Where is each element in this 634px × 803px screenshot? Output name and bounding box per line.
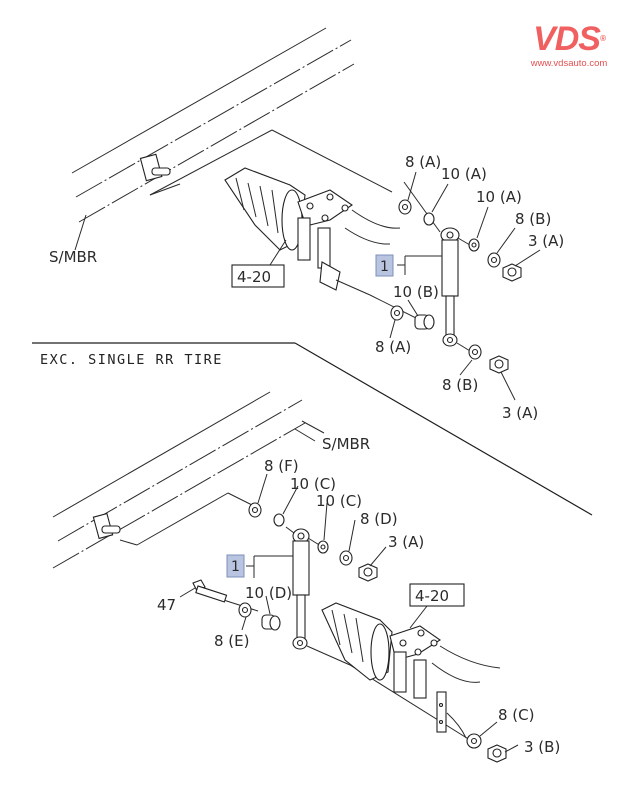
section-title: EXC. SINGLE RR TIRE [40,352,223,368]
assembly-ref-lower[interactable]: 4-20 [415,587,449,605]
lower-frame-rails [52,391,316,569]
callout-3a[interactable]: 3 (A) [502,404,538,422]
lower-labels: S/MBR 4-20 1 8 (F) 10 (C) 10 (C) 8 (D) 3… [157,435,560,756]
section-divider: EXC. SINGLE RR TIRE [32,342,593,516]
callout-10c[interactable]: 10 (C) [316,492,362,510]
frame-label-lower: S/MBR [322,435,370,453]
bushing-10c-left [273,513,285,527]
upper-frame-rails [71,27,393,251]
part-1-highlight-lower[interactable] [226,554,245,578]
callout-10c[interactable]: 10 (C) [290,475,336,493]
registered-mark: ® [600,34,606,43]
callout-8f[interactable]: 8 (F) [264,457,299,475]
mounting-bracket [436,691,447,733]
callout-10a[interactable]: 10 (A) [476,188,522,206]
lower-hardware [192,502,507,763]
part-1-highlight-upper[interactable] [375,254,394,277]
upper-frame-stud [139,153,171,182]
callout-10d[interactable]: 10 (D) [245,584,292,602]
callout-3a[interactable]: 3 (A) [528,232,564,250]
part-1-label-lower[interactable]: 1 [231,559,240,575]
callout-8a[interactable]: 8 (A) [375,338,411,356]
assembly-ref-box-lower[interactable] [409,583,465,607]
lower-shock-absorber [207,526,471,741]
callout-8a[interactable]: 8 (A) [405,153,441,171]
frame-label-upper: S/MBR [49,248,97,266]
callout-8c[interactable]: 8 (C) [498,706,535,724]
callout-8e[interactable]: 8 (E) [214,632,250,650]
logo-url: www.vdsauto.com [530,58,608,69]
bolt-47 [192,579,228,603]
callout-8d[interactable]: 8 (D) [360,510,398,528]
upper-labels: S/MBR 4-20 1 8 (A) 10 (A) 10 (A) 8 (B) 3… [49,153,564,422]
callout-8b[interactable]: 8 (B) [442,376,478,394]
upper-hardware [390,199,522,374]
callout-3b[interactable]: 3 (B) [524,738,560,756]
assembly-ref-box-upper[interactable] [231,264,285,288]
bushing-10a-left [423,212,435,226]
lower-leader-lines [179,420,519,753]
lower-frame-stud [92,512,121,540]
callout-8b[interactable]: 8 (B) [515,210,551,228]
callout-10b[interactable]: 10 (B) [393,283,439,301]
lower-axle-housing [321,602,501,739]
logo-brand: VDS® [533,20,606,58]
upper-view: S/MBR 4-20 1 8 (A) 10 (A) 10 (A) 8 (B) 3… [49,27,564,422]
callout-10a[interactable]: 10 (A) [441,165,487,183]
lower-view: S/MBR 4-20 1 8 (F) 10 (C) 10 (C) 8 (D) 3… [52,391,560,763]
upper-axle-housing [224,167,431,326]
callout-3a[interactable]: 3 (A) [388,533,424,551]
vds-logo: VDS® www.vdsauto.com [518,22,620,69]
callout-47[interactable]: 47 [157,596,176,614]
upper-shock-absorber [403,181,476,355]
upper-leader-lines [269,171,541,401]
part-1-label-upper[interactable]: 1 [380,259,389,275]
assembly-ref-upper[interactable]: 4-20 [237,268,271,286]
